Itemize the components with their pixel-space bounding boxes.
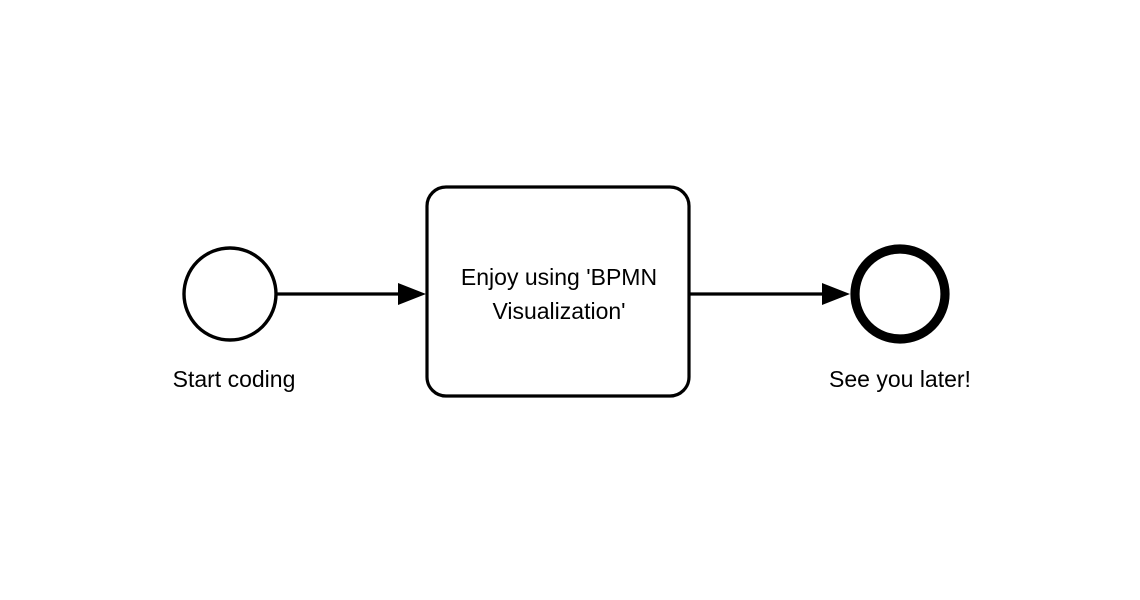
task-rectangle — [425, 185, 691, 398]
task-node[interactable]: Enjoy using 'BPMN Visualization' — [425, 185, 691, 398]
task-label-line-1: Enjoy using 'BPMN — [461, 264, 657, 290]
arrowhead-icon — [822, 283, 850, 305]
arrowhead-icon — [398, 283, 426, 305]
start-event-label: Start coding — [173, 366, 296, 392]
end-event-node[interactable]: See you later! — [829, 244, 971, 392]
sequence-flow-start-to-task[interactable] — [277, 283, 426, 305]
sequence-flow-task-to-end[interactable] — [690, 283, 850, 305]
end-event-label: See you later! — [829, 366, 971, 392]
start-event-circle-icon — [182, 246, 278, 342]
end-event-circle-icon — [850, 244, 950, 344]
task-label-line-2: Visualization' — [492, 298, 625, 324]
start-event-node[interactable]: Start coding — [173, 246, 296, 392]
